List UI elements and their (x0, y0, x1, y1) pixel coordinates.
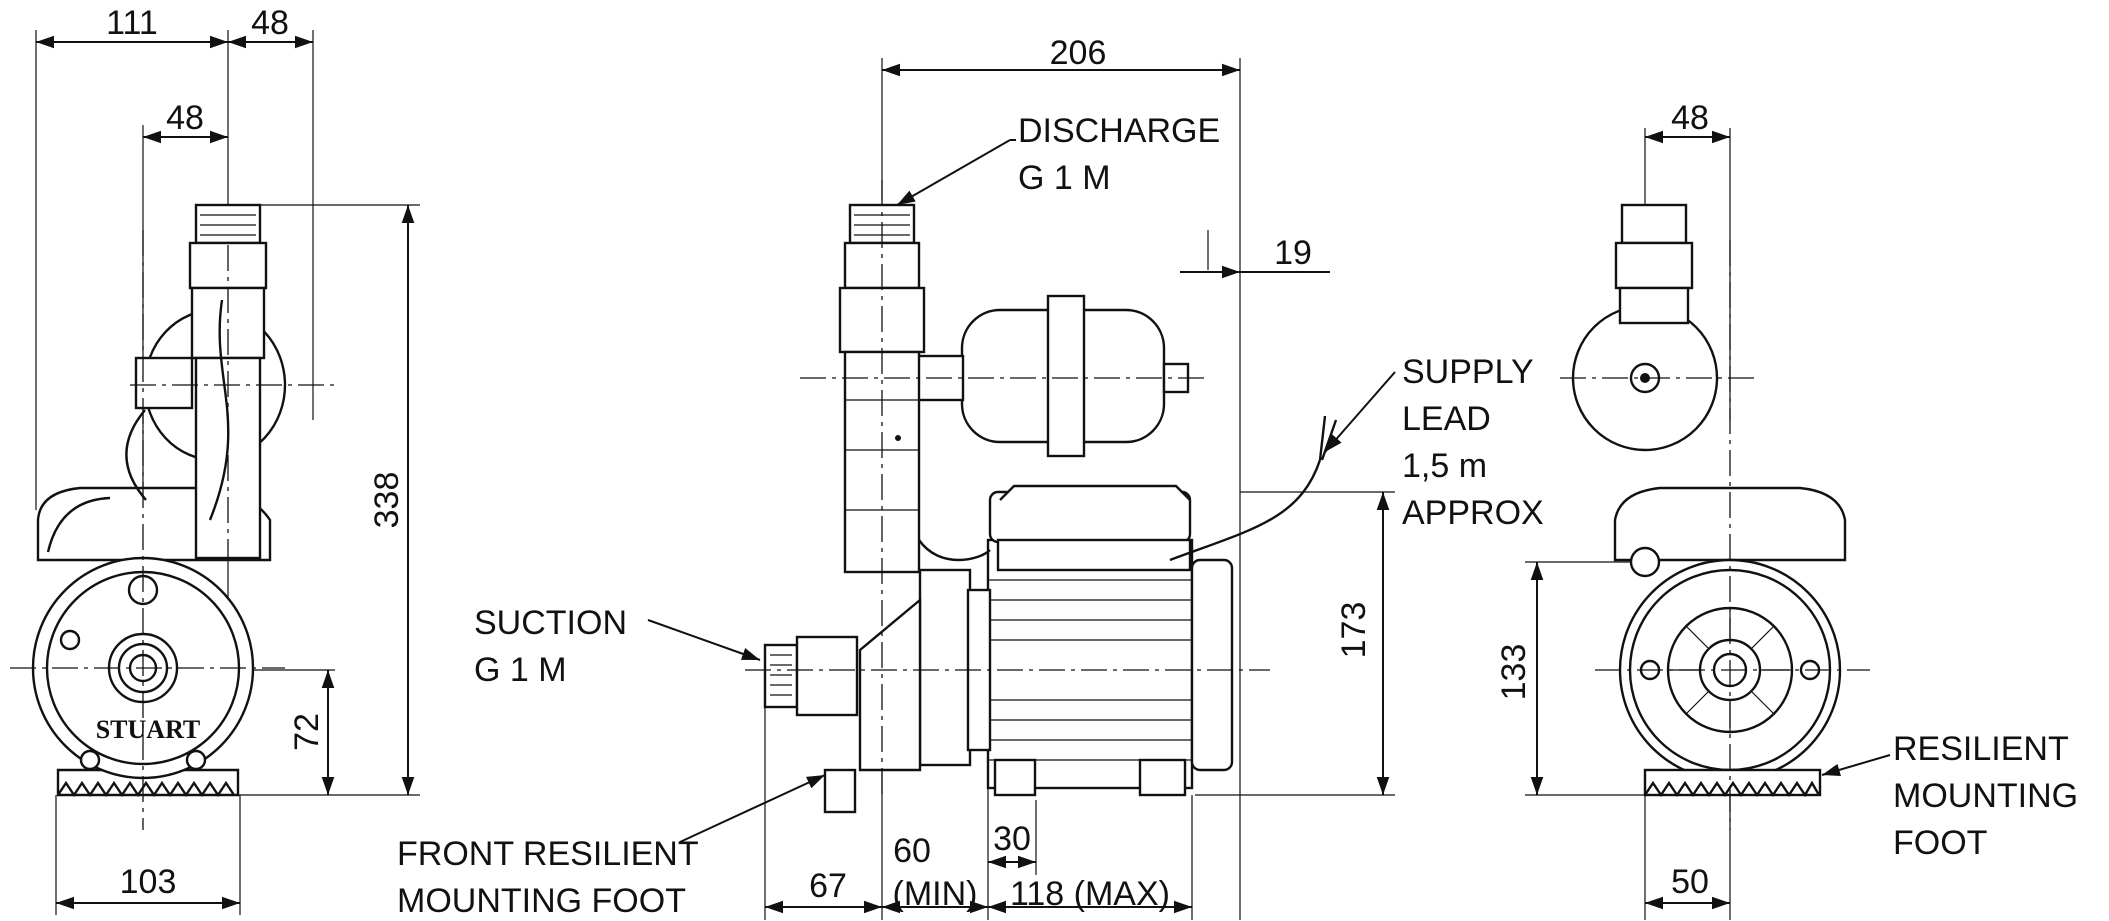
callout-suction-line1: SUCTION (474, 604, 627, 642)
callout-front-foot: FRONT RESILIENT MOUNTING FOOT (397, 774, 826, 920)
dim-103: 103 (120, 863, 177, 901)
left-pump-body: STUART (31, 203, 287, 798)
dim-19: 19 (1274, 234, 1312, 272)
dim-30: 30 (993, 820, 1031, 858)
callout-supply-line3: 1,5 m (1402, 447, 1487, 485)
middle-view: 206 19 173 67 60 (MIN) 30 118 (MAX) (745, 34, 1395, 920)
callout-discharge-line1: DISCHARGE (1018, 112, 1220, 150)
right-pump-body (1571, 203, 1847, 798)
callout-discharge-line2: G 1 M (1018, 159, 1111, 197)
dim-173: 173 (1335, 602, 1373, 659)
middle-pump-body (763, 203, 1338, 814)
dim-48-top: 48 (251, 4, 289, 42)
callout-front-foot-line1: FRONT RESILIENT (397, 835, 699, 873)
dim-48-inner: 48 (166, 99, 204, 137)
callout-resilient-line2: MOUNTING (1893, 777, 2078, 815)
left-view: 111 48 48 338 72 103 STUART (10, 4, 420, 915)
callout-resilient-line3: FOOT (1893, 824, 1987, 862)
callout-resilient-line1: RESILIENT (1893, 730, 2069, 768)
dim-133: 133 (1495, 644, 1533, 701)
callout-suction: SUCTION G 1 M (474, 604, 761, 689)
dim-50: 50 (1671, 863, 1709, 901)
dim-67: 67 (809, 867, 847, 905)
right-view: 48 133 50 (1495, 99, 1870, 920)
dim-min: (MIN) (893, 875, 978, 913)
callout-supply-line1: SUPPLY (1402, 353, 1534, 391)
dim-48-right: 48 (1671, 99, 1709, 137)
dim-206: 206 (1050, 34, 1107, 72)
dim-60: 60 (893, 832, 931, 870)
callout-supply-line4: APPROX (1402, 494, 1544, 532)
callout-discharge: DISCHARGE G 1 M (896, 112, 1220, 206)
brand-stuart-left: STUART (96, 715, 201, 744)
dim-338: 338 (368, 472, 406, 529)
callout-resilient-foot: RESILIENT MOUNTING FOOT (1821, 730, 2078, 862)
callout-supply-lead: SUPPLY LEAD 1,5 m APPROX (1324, 353, 1544, 532)
dim-118-max: 118 (MAX) (1010, 875, 1170, 913)
callout-suction-line2: G 1 M (474, 651, 567, 689)
callout-supply-line2: LEAD (1402, 400, 1491, 438)
dim-111: 111 (106, 4, 158, 42)
callout-front-foot-line2: MOUNTING FOOT (397, 882, 686, 920)
dim-72: 72 (288, 713, 326, 751)
